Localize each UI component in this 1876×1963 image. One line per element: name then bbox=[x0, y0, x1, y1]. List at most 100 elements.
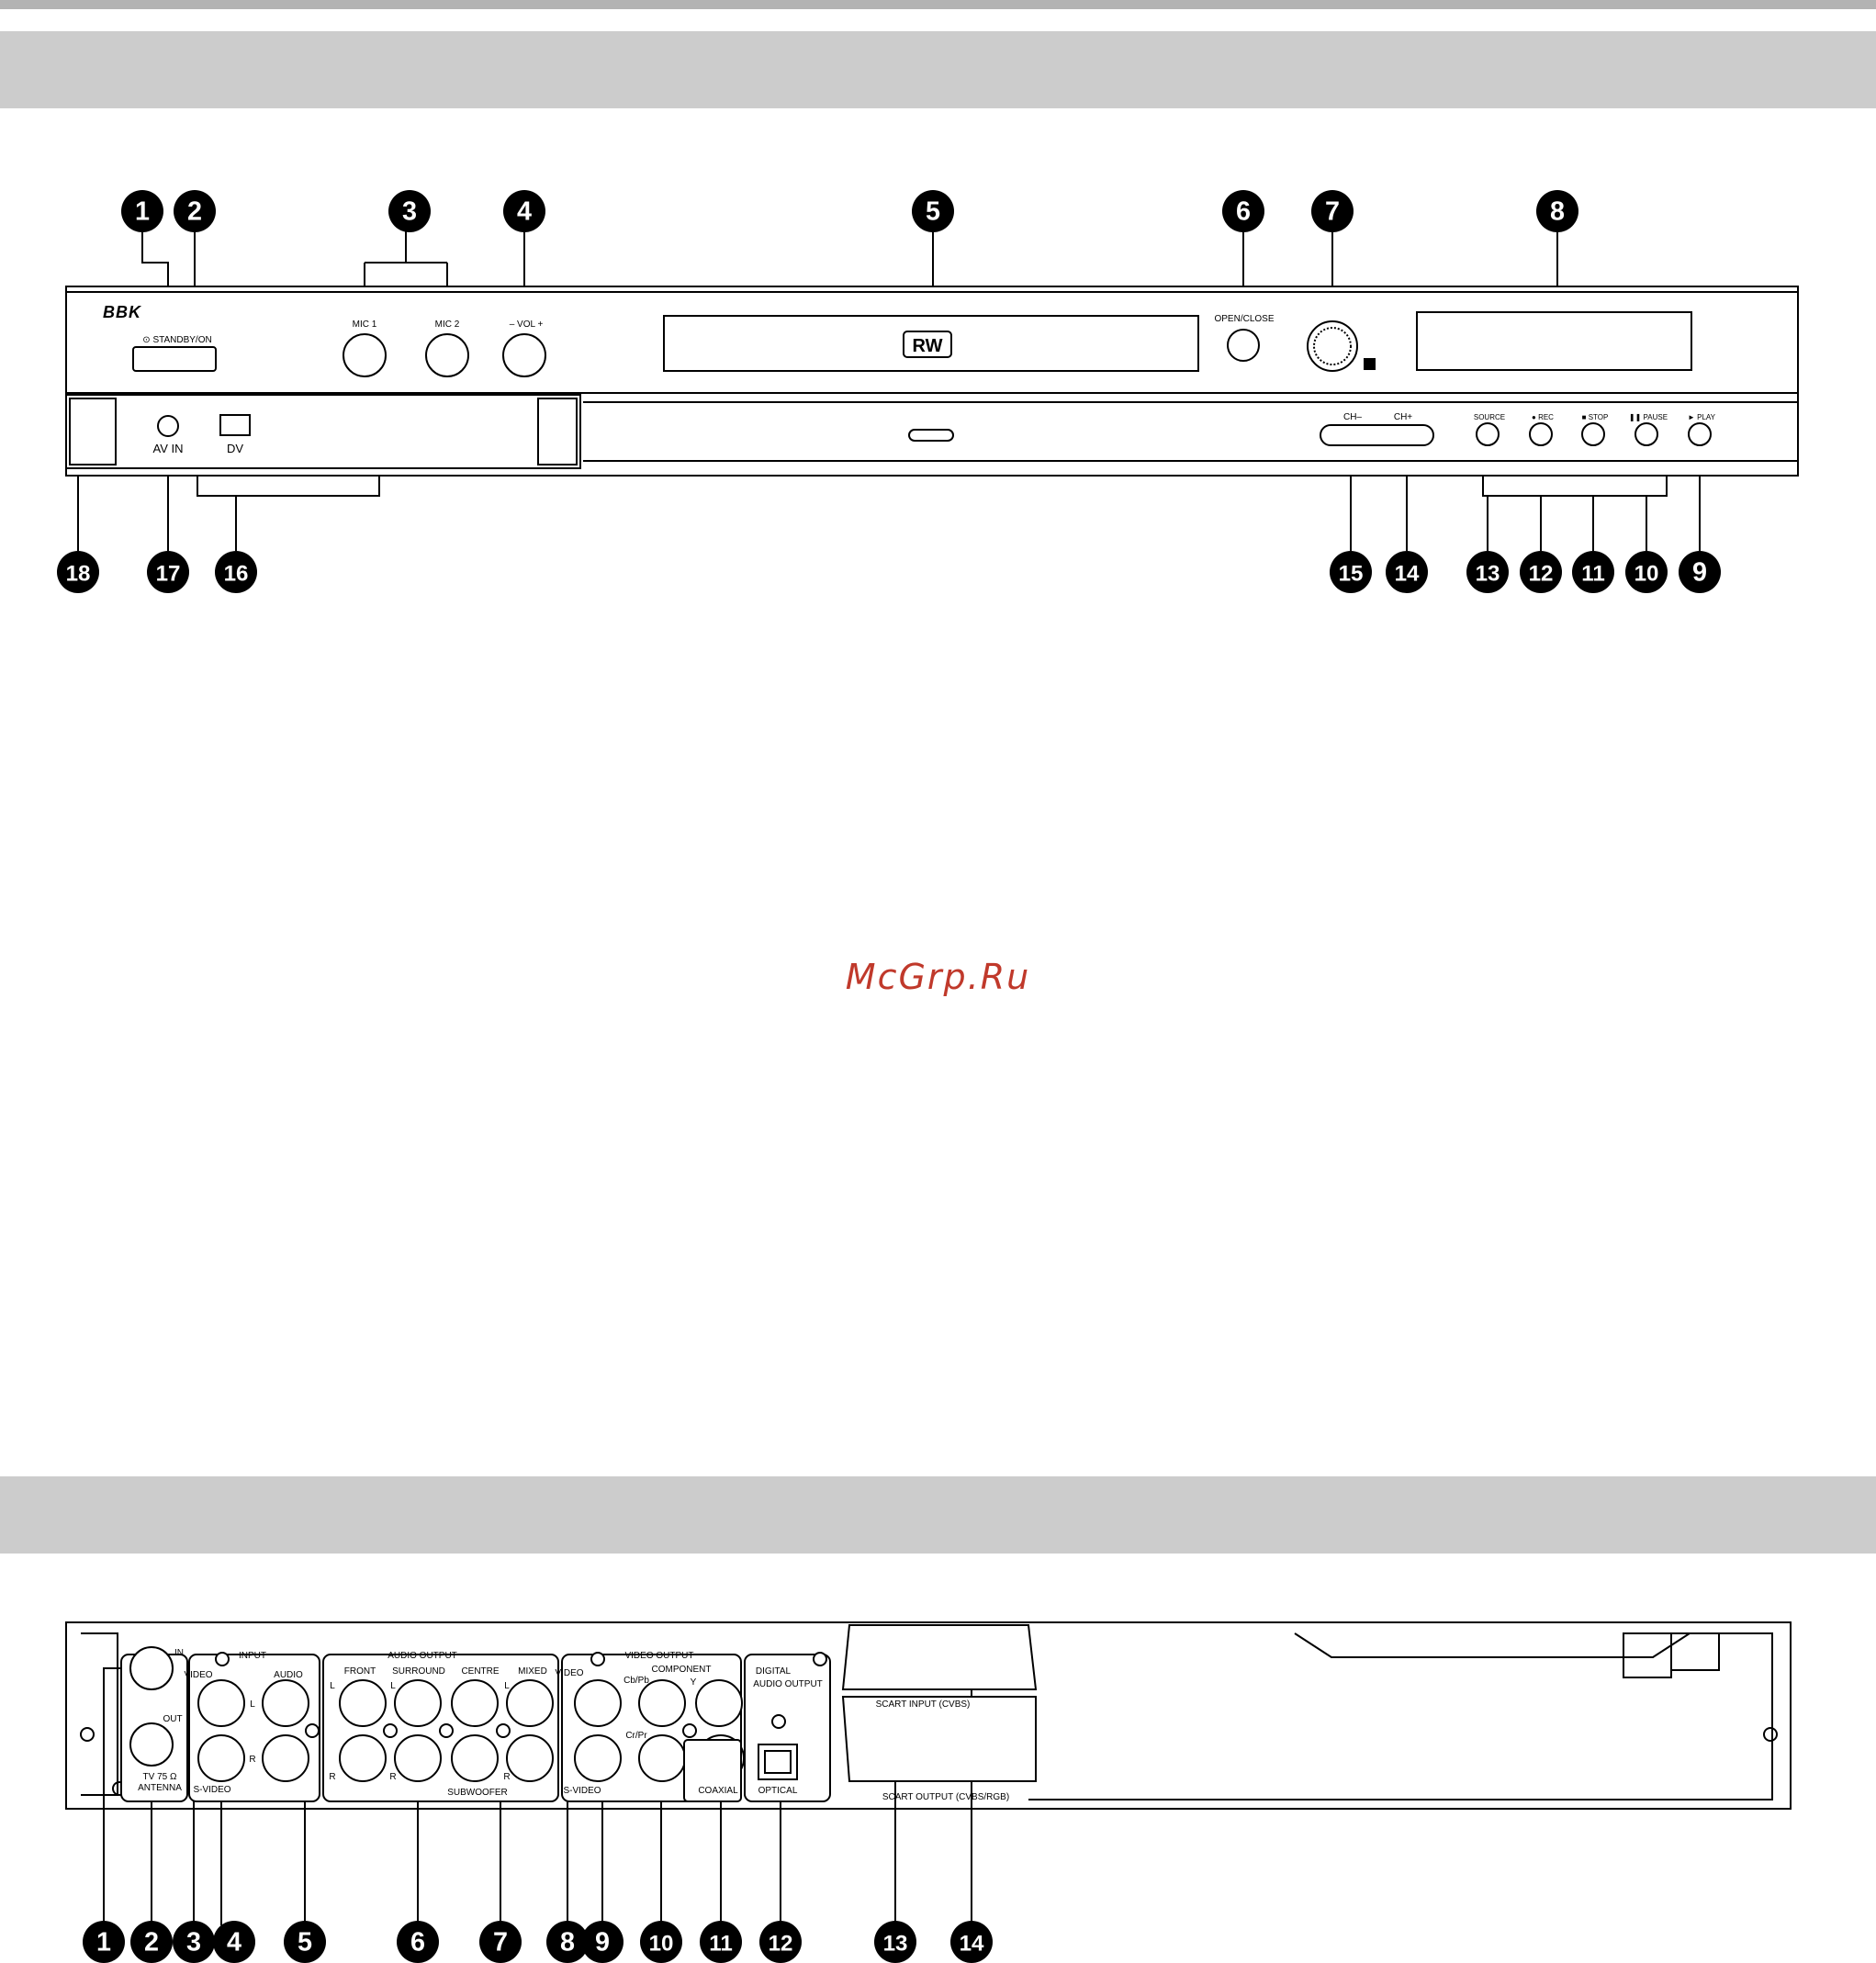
callout-marker-7 bbox=[479, 1921, 522, 1963]
callout-marker-label-5: 5 bbox=[926, 197, 940, 227]
callout-marker-8 bbox=[1536, 190, 1578, 232]
audio-output-label: AUDIO OUTPUT bbox=[388, 1651, 457, 1661]
channel-rocker[interactable] bbox=[1320, 424, 1434, 446]
front-r-jack[interactable] bbox=[339, 1734, 387, 1782]
video-in-label: VIDEO bbox=[184, 1670, 212, 1680]
coaxial-label: COAXIAL bbox=[698, 1786, 738, 1796]
callout-marker-label-1: 1 bbox=[135, 197, 150, 227]
section-header-band-rear bbox=[0, 1476, 1876, 1554]
cb-pb-jack[interactable] bbox=[638, 1679, 686, 1727]
callout-marker-4 bbox=[213, 1921, 255, 1963]
front-r-label: R bbox=[329, 1772, 335, 1782]
stop-button[interactable] bbox=[1581, 422, 1605, 446]
callout-marker-label-10: 10 bbox=[649, 1932, 674, 1957]
rw-logo: RW bbox=[913, 336, 943, 356]
top-rule bbox=[0, 0, 1876, 9]
callout-marker-8 bbox=[546, 1921, 589, 1963]
callout-marker-label-11: 11 bbox=[1581, 562, 1605, 587]
callout-marker-label-1: 1 bbox=[96, 1928, 111, 1957]
front-l-jack[interactable] bbox=[339, 1679, 387, 1727]
mixed-r-label: R bbox=[503, 1772, 510, 1782]
audio-in-r-label: R bbox=[249, 1755, 255, 1765]
s-video-out-jack[interactable] bbox=[574, 1734, 622, 1782]
av-in-jack[interactable] bbox=[157, 415, 179, 437]
audio-in-l-jack[interactable] bbox=[262, 1679, 309, 1727]
open-close-button[interactable] bbox=[1227, 329, 1260, 362]
callout-marker-9 bbox=[581, 1921, 623, 1963]
front-labels: BBK ⊙ STANDBY/ON MIC 1 MIC 2 – VOL + RW … bbox=[103, 303, 1716, 455]
source-button[interactable] bbox=[1476, 422, 1500, 446]
callout-marker-14 bbox=[950, 1921, 993, 1963]
rear-chassis bbox=[65, 1621, 1792, 1810]
volume-knob[interactable] bbox=[502, 333, 546, 377]
callout-marker-label-18: 18 bbox=[66, 562, 91, 587]
dv-port[interactable] bbox=[219, 414, 251, 436]
cb-pb-label: Cb/Pb bbox=[623, 1676, 649, 1686]
callout-marker-3 bbox=[173, 1921, 215, 1963]
standby-button[interactable] bbox=[132, 346, 217, 372]
mic2-jack[interactable] bbox=[425, 333, 469, 377]
surround-r-jack[interactable] bbox=[394, 1734, 442, 1782]
callout-marker-label-6: 6 bbox=[1236, 197, 1251, 227]
callout-marker-label-7: 7 bbox=[1325, 197, 1340, 227]
antenna-out-jack[interactable] bbox=[129, 1722, 174, 1767]
brand-logo: BBK bbox=[103, 303, 142, 321]
callout-marker-label-8: 8 bbox=[560, 1928, 575, 1957]
scart-input-port[interactable] bbox=[841, 1624, 1038, 1690]
centre-label: CENTRE bbox=[461, 1666, 499, 1677]
play-label: ► PLAY bbox=[1688, 413, 1716, 421]
callout-marker-label-12: 12 bbox=[1529, 562, 1554, 587]
callout-marker-label-12: 12 bbox=[769, 1932, 793, 1957]
digital-audio-label-2: AUDIO OUTPUT bbox=[753, 1679, 823, 1689]
callout-marker-label-15: 15 bbox=[1339, 562, 1364, 587]
centre-jack[interactable] bbox=[451, 1679, 499, 1727]
ch-plus-label: CH+ bbox=[1394, 412, 1412, 422]
surround-r-label: R bbox=[389, 1772, 396, 1782]
rw-logo-box bbox=[903, 331, 952, 358]
rec-button[interactable] bbox=[1529, 422, 1553, 446]
y-label: Y bbox=[691, 1677, 697, 1688]
y-jack[interactable] bbox=[695, 1679, 743, 1727]
callout-marker-4 bbox=[503, 190, 545, 232]
callout-marker-label-13: 13 bbox=[1476, 562, 1500, 587]
open-close-label: OPEN/CLOSE bbox=[1214, 314, 1274, 324]
callout-marker-10 bbox=[640, 1921, 682, 1963]
video-out-label: VIDEO bbox=[555, 1668, 583, 1678]
component-label: COMPONENT bbox=[652, 1665, 712, 1675]
rec-label: ● REC bbox=[1532, 413, 1554, 421]
mic1-jack[interactable] bbox=[343, 333, 387, 377]
video-in-jack[interactable] bbox=[197, 1679, 245, 1727]
play-button[interactable] bbox=[1688, 422, 1712, 446]
callout-marker-13 bbox=[1466, 551, 1509, 593]
section-header-band-front bbox=[0, 31, 1876, 108]
callout-marker-label-6: 6 bbox=[410, 1928, 425, 1957]
callout-marker-label-16: 16 bbox=[224, 562, 249, 587]
mixed-label: MIXED bbox=[518, 1666, 547, 1677]
antenna-in-jack[interactable] bbox=[129, 1646, 174, 1690]
optical-label: OPTICAL bbox=[758, 1786, 798, 1796]
cr-pr-label: Cr/Pr bbox=[625, 1731, 647, 1741]
audio-in-r-jack[interactable] bbox=[262, 1734, 309, 1782]
subwoofer-jack[interactable] bbox=[451, 1734, 499, 1782]
s-video-in-jack[interactable] bbox=[197, 1734, 245, 1782]
scart-output-port[interactable] bbox=[841, 1696, 1037, 1782]
pause-button[interactable] bbox=[1634, 422, 1658, 446]
standby-label: ⊙ STANDBY/ON bbox=[142, 335, 211, 345]
callout-marker-7 bbox=[1311, 190, 1354, 232]
s-video-out-label: S-VIDEO bbox=[563, 1786, 601, 1796]
digital-audio-label-1: DIGITAL bbox=[756, 1666, 792, 1677]
callout-marker-12 bbox=[1520, 551, 1562, 593]
callout-marker-label-4: 4 bbox=[227, 1928, 242, 1957]
subwoofer-label: SUBWOOFER bbox=[447, 1788, 508, 1798]
surround-l-jack[interactable] bbox=[394, 1679, 442, 1727]
callout-marker-11 bbox=[1572, 551, 1614, 593]
s-video-in-label: S-VIDEO bbox=[193, 1785, 230, 1795]
mixed-r-jack[interactable] bbox=[506, 1734, 554, 1782]
video-out-jack[interactable] bbox=[574, 1679, 622, 1727]
display-window bbox=[1416, 311, 1692, 371]
callout-marker-11 bbox=[700, 1921, 742, 1963]
surround-label: SURROUND bbox=[392, 1666, 445, 1677]
video-output-label: VIDEO OUTPUT bbox=[624, 1651, 693, 1661]
cr-pr-jack[interactable] bbox=[638, 1734, 686, 1782]
mixed-l-jack[interactable] bbox=[506, 1679, 554, 1727]
